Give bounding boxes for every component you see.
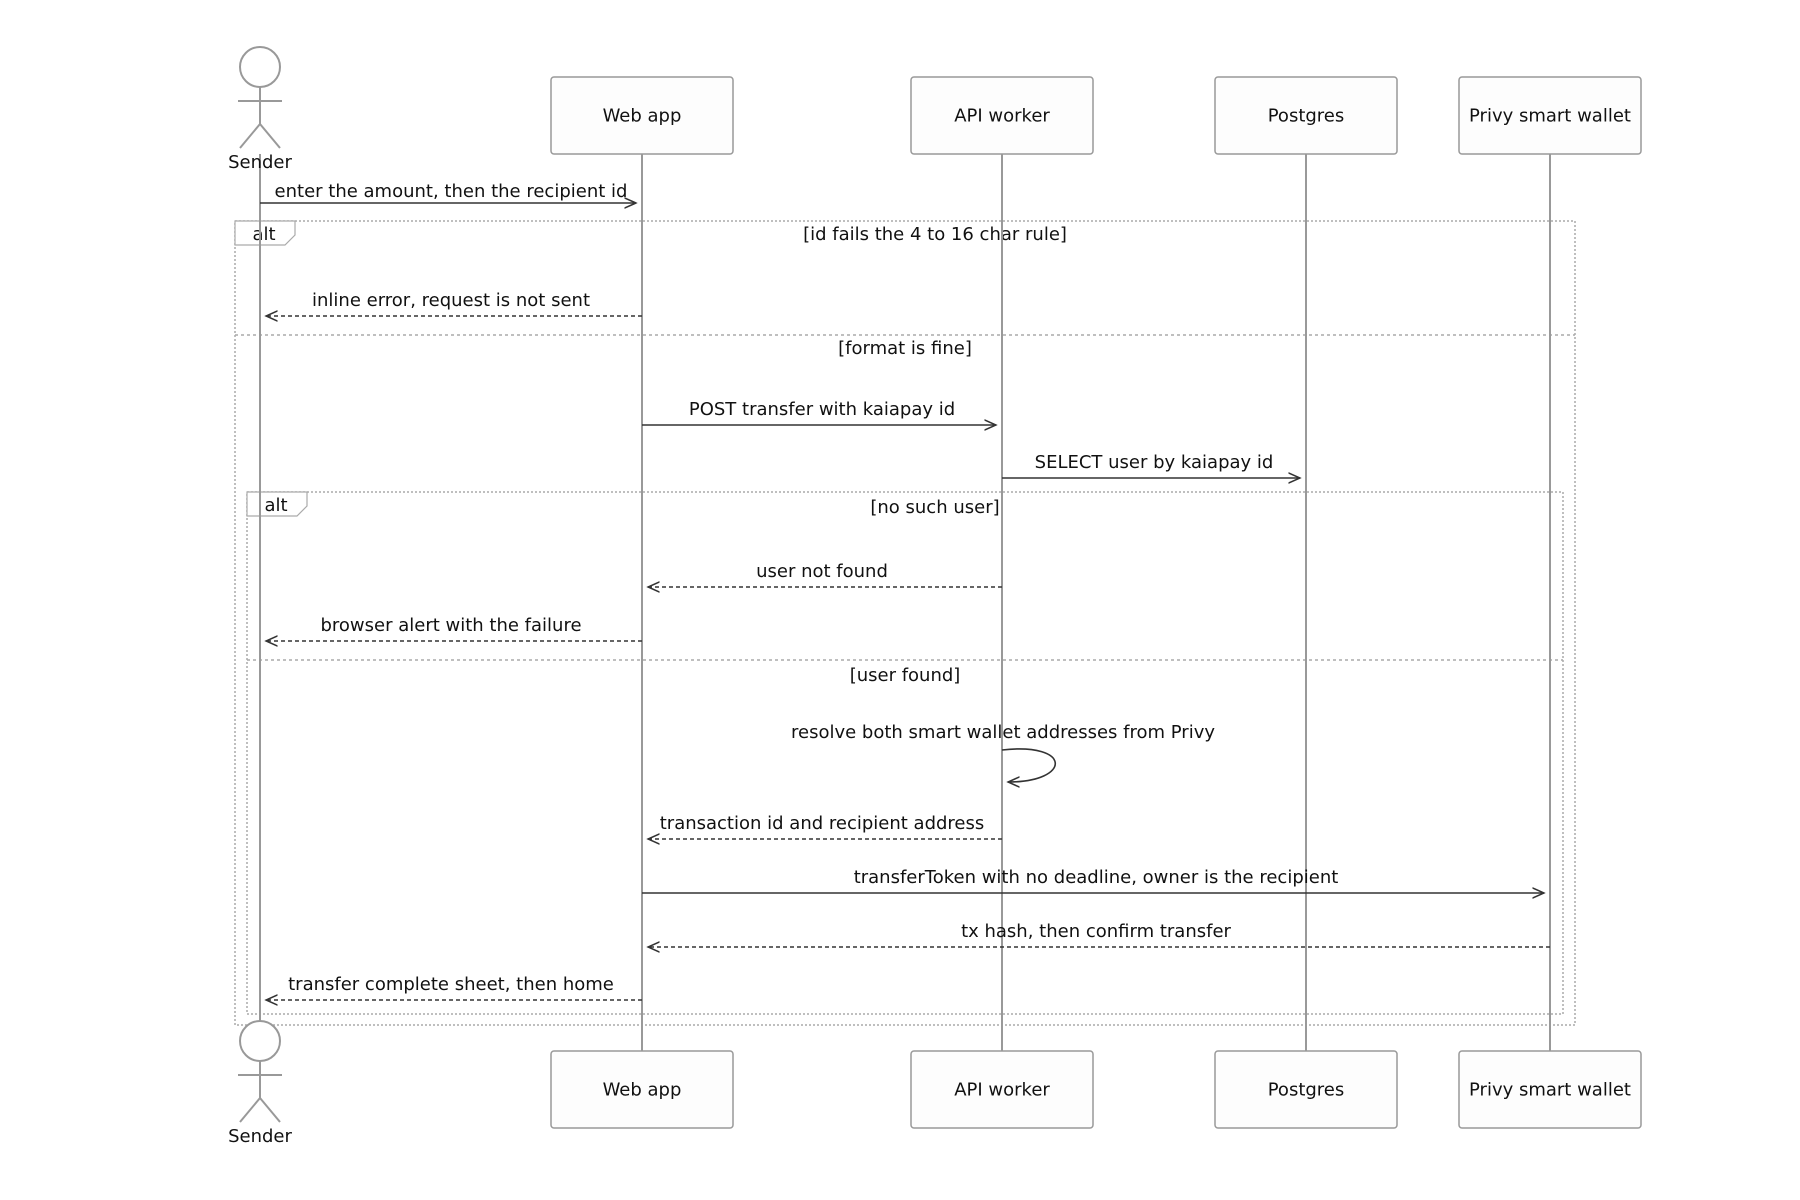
message-label-4: SELECT user by kaiapay id	[1035, 452, 1274, 473]
participant-box-privy-top	[1458, 76, 1642, 155]
participant-label-privy-top: Privy smart wallet	[1469, 106, 1631, 127]
alt-outer-tab	[234, 220, 296, 246]
participant-label-api-top: API worker	[954, 106, 1050, 127]
participant-box-pg-bottom	[1214, 1050, 1398, 1129]
message-label-9: transferToken with no deadline, owner is…	[854, 867, 1339, 888]
alt-outer-condition-1: [id fails the 4 to 16 char rule]	[803, 224, 1067, 245]
actor-head-bottom	[239, 1020, 281, 1062]
participant-label-sender-top: Sender	[228, 152, 292, 173]
alt-inner-condition-2: [user found]	[850, 665, 961, 686]
message-label-1: enter the amount, then the recipient id	[275, 181, 628, 202]
alt-outer-frame	[234, 220, 1576, 1026]
participant-label-webapp-bottom: Web app	[603, 1080, 682, 1101]
actor-leg-left-top	[239, 123, 261, 149]
participant-box-pg-top	[1214, 76, 1398, 155]
actor-leg-right-bottom	[259, 1097, 281, 1123]
message-label-7: resolve both smart wallet addresses from…	[791, 722, 1215, 743]
actor-head-top	[239, 46, 281, 88]
alt-inner-frame	[246, 491, 1564, 1015]
actor-leg-right-top	[259, 123, 281, 149]
message-arrow-7	[1001, 748, 1057, 782]
alt-inner-keyword: alt	[264, 495, 287, 516]
participant-label-pg-bottom: Postgres	[1268, 1080, 1345, 1101]
actor-icon-top	[238, 46, 282, 149]
alt-outer-condition-2: [format is fine]	[838, 338, 972, 359]
participant-label-privy-bottom: Privy smart wallet	[1469, 1080, 1631, 1101]
alt-inner-tab	[246, 491, 308, 517]
message-label-6: browser alert with the failure	[320, 615, 581, 636]
participant-box-privy-bottom	[1458, 1050, 1642, 1129]
actor-icon-bottom	[238, 1020, 282, 1123]
participant-label-pg-top: Postgres	[1268, 106, 1345, 127]
message-label-10: tx hash, then confirm transfer	[961, 921, 1231, 942]
participant-label-webapp-top: Web app	[603, 106, 682, 127]
participant-label-api-bottom: API worker	[954, 1080, 1050, 1101]
participant-box-webapp-bottom	[550, 1050, 734, 1129]
alt-inner-condition-1: [no such user]	[870, 497, 999, 518]
actor-leg-left-bottom	[239, 1097, 261, 1123]
message-label-3: POST transfer with kaiapay id	[689, 399, 955, 420]
message-label-2: inline error, request is not sent	[312, 290, 590, 311]
participant-box-webapp-top	[550, 76, 734, 155]
message-label-8: transaction id and recipient address	[660, 813, 985, 834]
message-label-11: transfer complete sheet, then home	[288, 974, 614, 995]
alt-outer-keyword: alt	[252, 224, 275, 245]
message-label-5: user not found	[756, 561, 888, 582]
participant-box-api-top	[910, 76, 1094, 155]
participant-box-api-bottom	[910, 1050, 1094, 1129]
participant-label-sender-bottom: Sender	[228, 1126, 292, 1147]
